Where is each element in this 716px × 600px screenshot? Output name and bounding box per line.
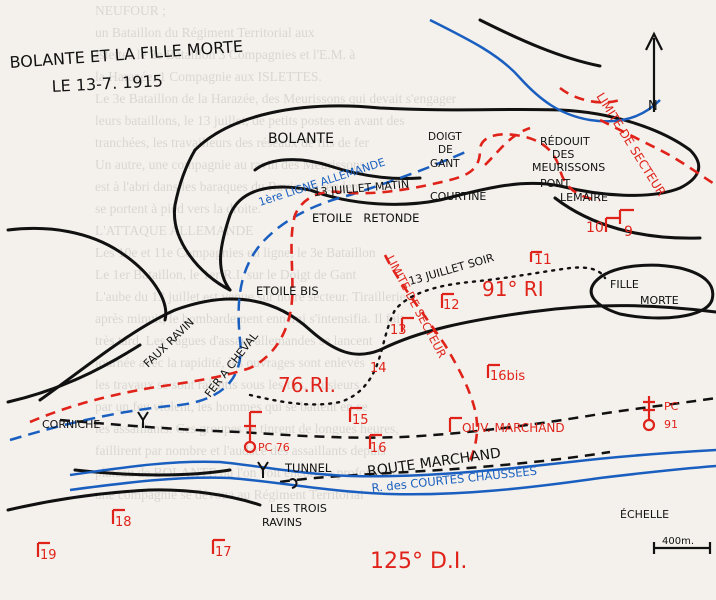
label-pc91-b: 91: [664, 418, 678, 431]
label-pc91-a: PC: [664, 400, 679, 413]
unit-number-10: 10: [586, 220, 604, 236]
label-doigt: DOIGT: [428, 131, 462, 143]
flag-15: [348, 406, 362, 422]
label-ravins: RAVINS: [262, 516, 302, 529]
bolante-west-edge: [172, 148, 232, 292]
flag-11: [529, 250, 542, 262]
unit-125-di: 125° D.I.: [370, 549, 467, 574]
unit-number-12: 12: [443, 298, 460, 313]
pc91-flag: [643, 396, 655, 420]
unit-number-11: 11: [534, 252, 552, 268]
faux-ravin-contour: [38, 297, 382, 402]
evening-front-line: [248, 266, 607, 406]
north-arrow-head: [645, 31, 663, 51]
label-redoubt-3: MEURISSONS: [532, 161, 605, 174]
doigt-de-gant-trench: [484, 126, 531, 166]
river-lower-bank: [69, 464, 716, 496]
unit-number-13: 13: [390, 323, 407, 338]
north-label: N: [648, 99, 658, 114]
label-courtine: COURTINE: [430, 190, 486, 203]
unit-number-15: 15: [352, 413, 369, 428]
inner-ridge: [253, 158, 422, 180]
unit-number-9: 9: [624, 224, 633, 240]
terrain-contours: [6, 18, 716, 512]
north-contour: [478, 18, 602, 68]
y-marker-corniche: [137, 411, 149, 428]
label-etoile-retonde: ETOILE RETONDE: [312, 211, 419, 225]
label-pont-1: PONT: [540, 177, 571, 190]
unit-91-ri: 91° RI: [482, 277, 544, 301]
flag-10: [604, 216, 620, 232]
label-ouv-marchand: OUV. MARCHAND: [462, 421, 565, 435]
route-marchand-upper: [59, 396, 716, 439]
river-upper-bank: [69, 448, 716, 478]
flag-9: [618, 208, 634, 224]
label-scale: 400m.: [662, 536, 694, 547]
limite-secteur-line-mid: [383, 254, 479, 461]
flag-16bis: [486, 363, 500, 378]
german-front-line: [9, 148, 471, 442]
label-pc76: PC 76: [258, 441, 290, 454]
label-redoubt-2: DES: [552, 148, 574, 161]
flag-18: [111, 508, 125, 524]
unit-number-17: 17: [215, 545, 232, 560]
flag-13: [400, 316, 414, 332]
label-morte: MORTE: [640, 294, 679, 307]
unit-number-19: 19: [40, 548, 57, 563]
unit-number-16bis: 16bis: [490, 369, 525, 384]
label-bolante: BOLANTE: [268, 131, 334, 147]
unit-76-ri: 76.RI.: [278, 373, 336, 397]
label-fer-a-cheval: FER A CHEVAL: [202, 329, 261, 400]
route-marchand-lower: [279, 450, 611, 484]
label-fille: FILLE: [610, 278, 639, 291]
trois-ravins-contour: [6, 488, 262, 512]
north-stream: [429, 18, 661, 123]
central-contour: [378, 304, 716, 352]
label-de: DE: [438, 144, 453, 156]
label-echelle: ÉCHELLE: [620, 508, 669, 521]
pc91-marker: [642, 418, 656, 432]
pc76-marker: [243, 440, 257, 454]
flag-16: [368, 433, 382, 449]
limite-secteur-line-top: [599, 118, 716, 187]
label-gant: GANT: [430, 158, 460, 170]
corniche-contour: [6, 343, 142, 404]
unit-number-16: 16: [370, 441, 387, 456]
road-lines: [59, 396, 716, 484]
fille-morte-hill: [589, 263, 715, 320]
tunnel-arrow: [289, 478, 298, 489]
label-etoile-bis: ETOILE BIS: [256, 284, 319, 298]
flag-12: [440, 292, 454, 308]
french-front-line: [29, 132, 601, 424]
y-markers: [137, 411, 298, 489]
river-and-german-lines: [9, 18, 716, 496]
meurissons-trench: [559, 86, 621, 104]
flag-17: [211, 538, 225, 554]
label-redoubt-1: RÉDOUIT: [540, 135, 590, 148]
bolante-outline: [193, 104, 701, 292]
flag-ouv-marchand: [448, 416, 462, 432]
unit-number-14: 14: [370, 361, 387, 376]
label-pont-2: LEMAIRE: [560, 191, 608, 204]
unit-number-18: 18: [115, 515, 132, 530]
french-lines: [29, 86, 716, 461]
pc76-flag: [244, 410, 262, 442]
label-corniche: CORNICHE: [42, 418, 100, 431]
title-line-1: BOLANTE ET LA FILLE MORTE: [9, 37, 244, 72]
scale-bar-ticks: [652, 542, 712, 554]
label-les-trois: LES TROIS: [270, 502, 327, 515]
title-line-2: LE 13-7. 1915: [51, 71, 163, 96]
juillet-soir-line: [248, 266, 607, 406]
flag-19: [36, 541, 50, 557]
label-tunnel: TUNNEL: [284, 461, 332, 475]
map-symbols: [645, 31, 712, 554]
pont-contour: [553, 196, 702, 240]
y-marker-tunnel: [257, 461, 269, 478]
west-contour: [6, 226, 168, 322]
unit-flags: [36, 208, 656, 557]
